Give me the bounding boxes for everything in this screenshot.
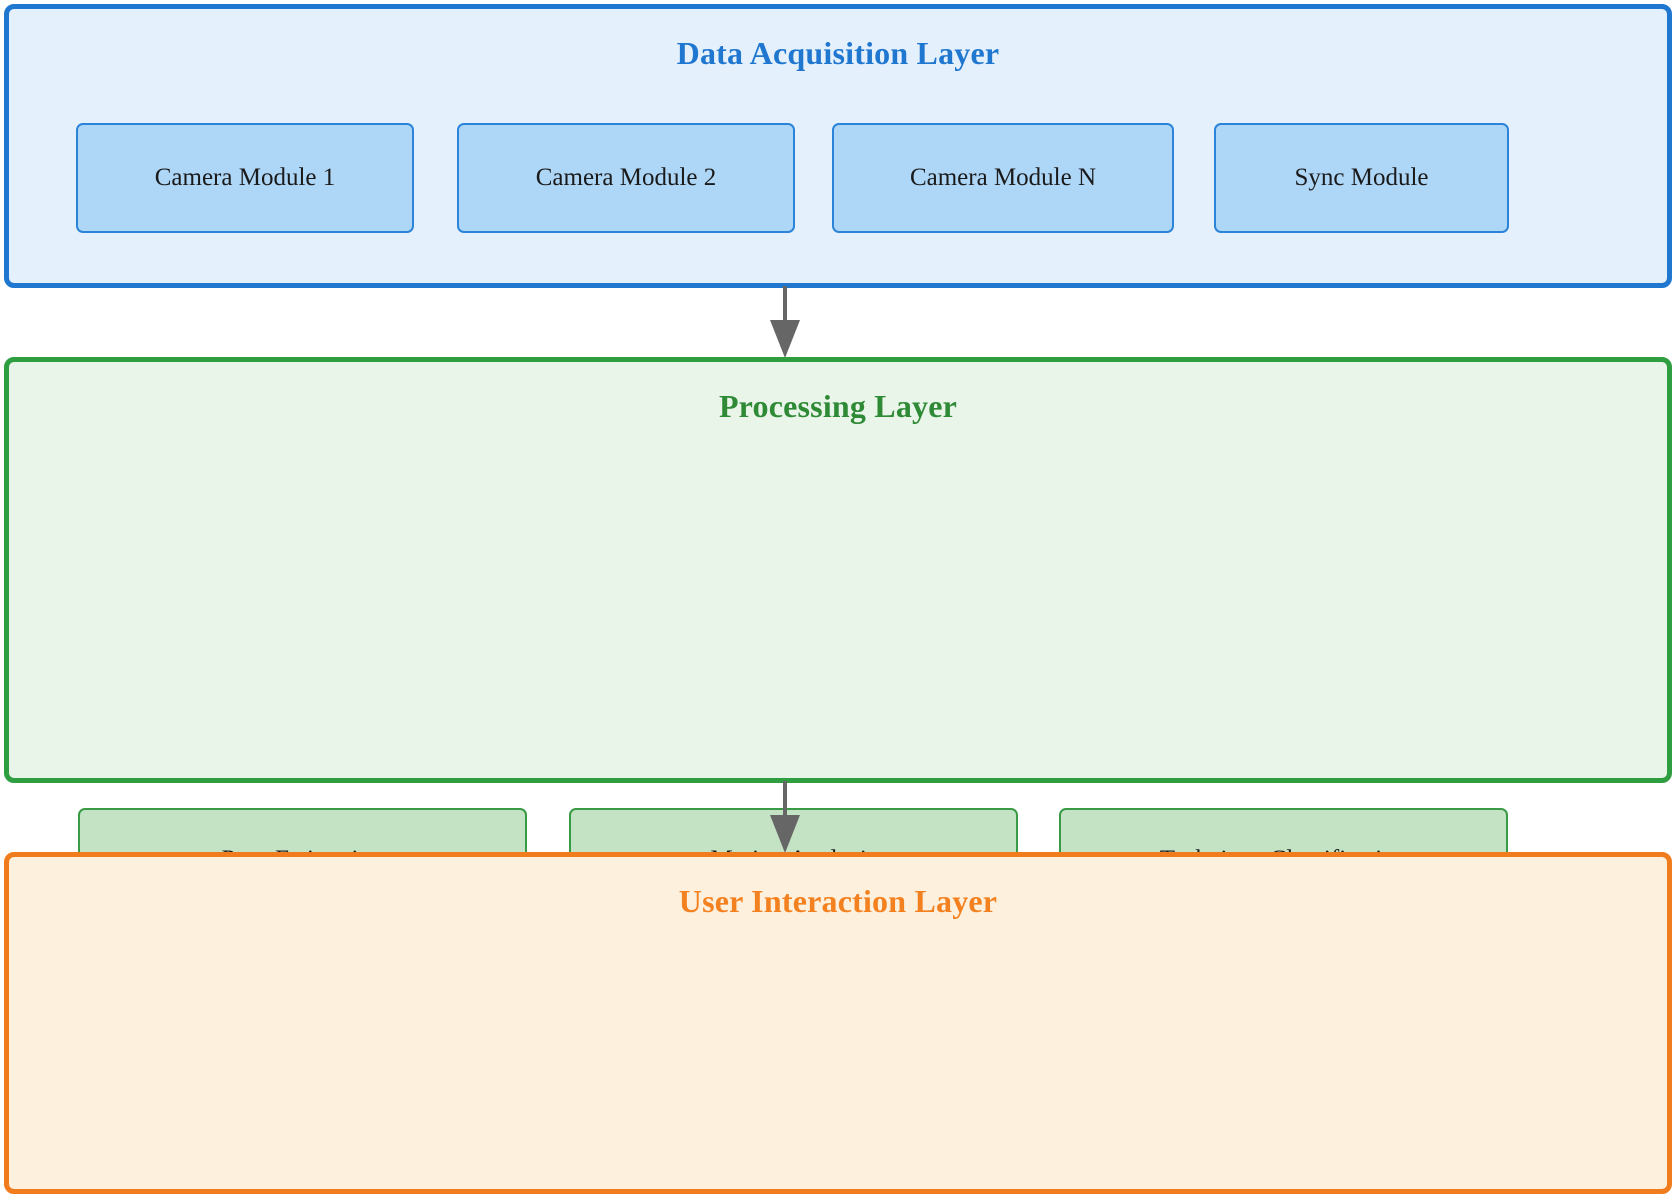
layer-user-interaction: User Interaction Layer Visual Display Au… bbox=[4, 852, 1672, 1194]
layer-processing: Processing Layer Pose Estimation 3D Keyp… bbox=[4, 357, 1672, 1102]
node-camera-module-1[interactable]: Camera Module 1 bbox=[76, 123, 414, 233]
node-label: Camera Module 1 bbox=[154, 163, 336, 191]
node-camera-module-n[interactable]: Camera Module N bbox=[832, 123, 1174, 233]
layer-title-data-acquisition: Data Acquisition Layer bbox=[676, 35, 1000, 71]
layer-data-acquisition: Data Acquisition Layer Camera Module 1 C… bbox=[4, 4, 1672, 288]
layer-title-processing: Processing Layer bbox=[718, 388, 958, 424]
node-camera-module-2[interactable]: Camera Module 2 bbox=[457, 123, 795, 233]
arrow-processing-to-interaction bbox=[770, 781, 800, 853]
layer-title-user-interaction: User Interaction Layer bbox=[678, 883, 998, 919]
node-label: Camera Module N bbox=[909, 163, 1097, 191]
node-label: Sync Module bbox=[1294, 163, 1429, 191]
arrow-acquisition-to-processing bbox=[770, 286, 800, 358]
node-sync-module[interactable]: Sync Module bbox=[1214, 123, 1509, 233]
node-label: Camera Module 2 bbox=[535, 163, 717, 191]
